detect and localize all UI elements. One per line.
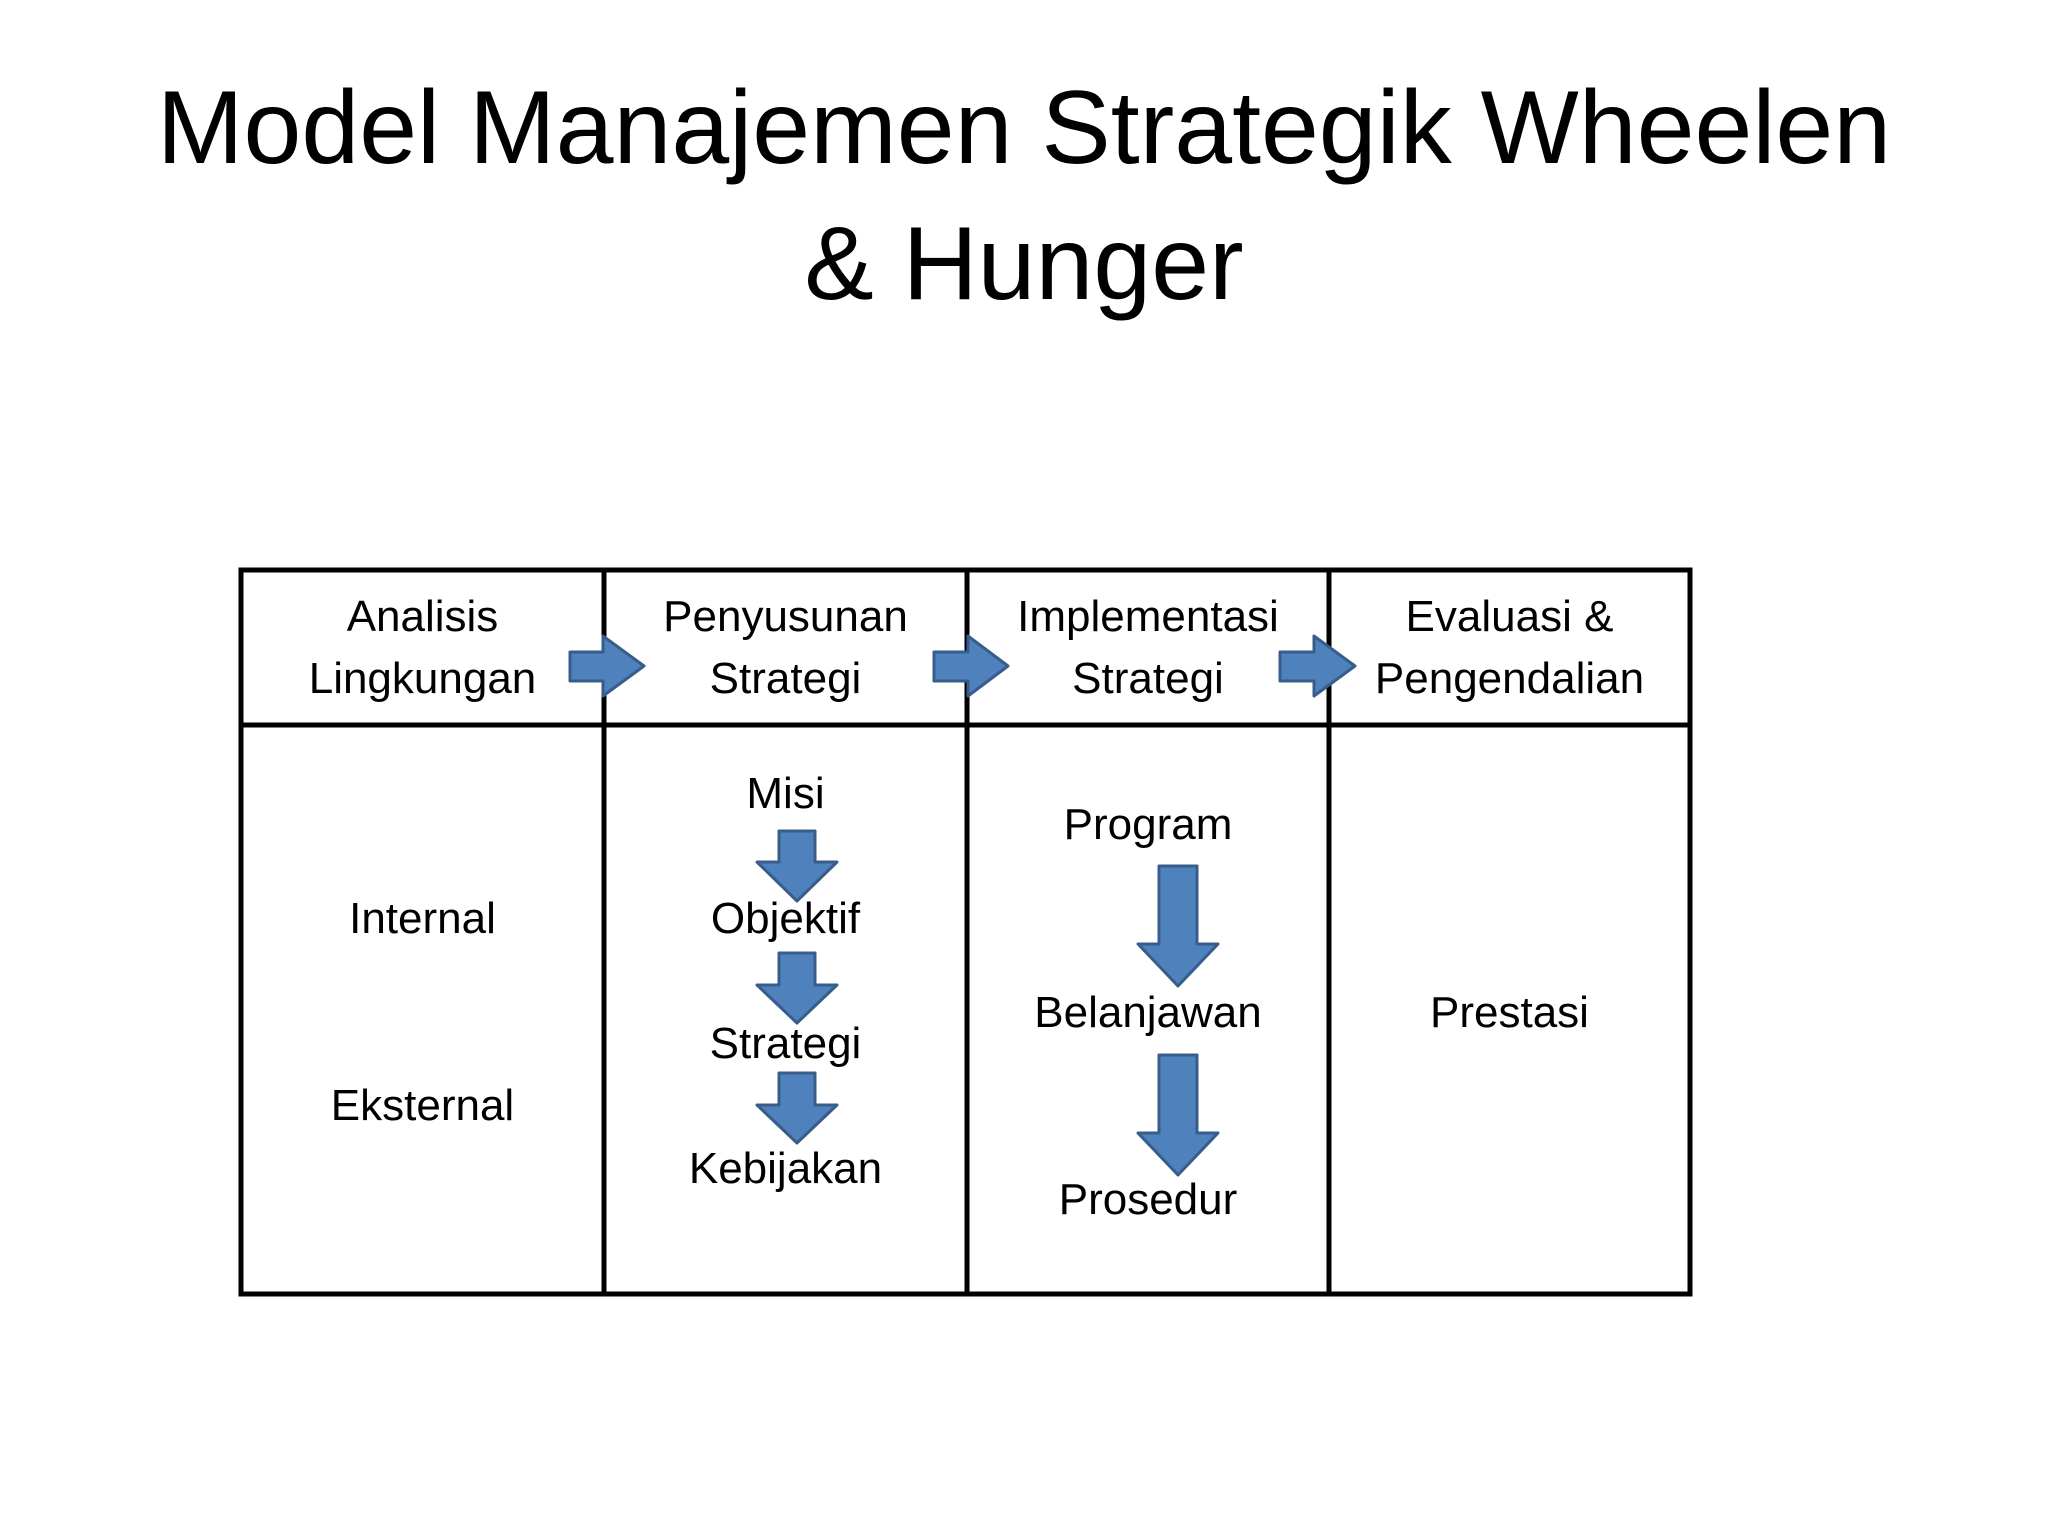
header-strategy-implementation: Implementasi Strategi xyxy=(967,586,1329,710)
down-arrow-icon xyxy=(755,951,839,1025)
down-arrow-icon xyxy=(755,1071,839,1145)
slide-title: Model Manajemen Strategik Wheelen & Hung… xyxy=(0,60,2048,332)
header-evaluation-control-line-1: Evaluasi & xyxy=(1405,592,1614,641)
down-arrow-icon xyxy=(1136,1053,1220,1177)
header-strategy-formulation-line-2: Strategi xyxy=(709,654,862,703)
label-strategy: Strategi xyxy=(709,1019,862,1068)
label-program: Program xyxy=(1063,800,1233,849)
header-evaluation-control: Evaluasi & Pengendalian xyxy=(1329,586,1690,710)
header-strategy-formulation: Penyusunan Strategi xyxy=(604,586,967,710)
down-arrow-icon xyxy=(755,829,839,903)
label-budget: Belanjawan xyxy=(1034,988,1262,1037)
header-strategy-formulation-line-1: Penyusunan xyxy=(663,592,908,641)
label-procedure: Prosedur xyxy=(1058,1175,1238,1224)
header-environmental-scanning-line-2: Lingkungan xyxy=(308,654,537,703)
label-internal: Internal xyxy=(349,894,496,943)
right-arrow-icon xyxy=(1278,634,1357,698)
right-arrow-icon xyxy=(932,634,1010,698)
header-strategy-implementation-line-1: Implementasi xyxy=(1017,592,1279,641)
label-external: Eksternal xyxy=(330,1081,515,1130)
down-arrow-icon xyxy=(1136,864,1220,988)
slide-title-line-1: Model Manajemen Strategik Wheelen xyxy=(156,70,1892,186)
header-evaluation-control-line-2: Pengendalian xyxy=(1374,654,1645,703)
header-environmental-scanning: Analisis Lingkungan xyxy=(241,586,604,710)
right-arrow-icon xyxy=(568,634,646,698)
label-policy: Kebijakan xyxy=(688,1144,883,1193)
label-mission: Misi xyxy=(746,769,825,818)
header-environmental-scanning-line-1: Analisis xyxy=(346,592,499,641)
header-strategy-implementation-line-2: Strategi xyxy=(1072,654,1224,703)
slide-title-line-2: & Hunger xyxy=(804,206,1244,322)
label-performance: Prestasi xyxy=(1430,988,1589,1037)
label-objectives: Objektif xyxy=(710,894,861,943)
